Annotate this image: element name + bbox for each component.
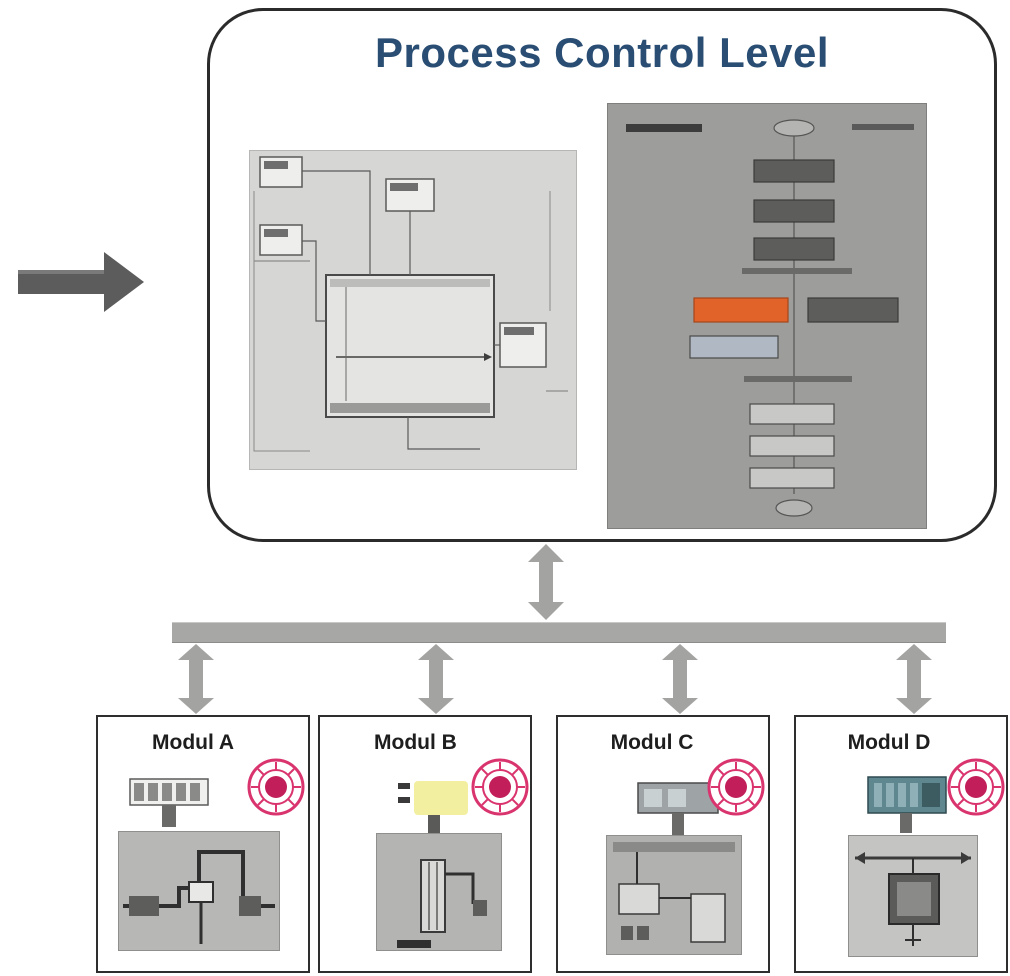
gear-icon (247, 758, 305, 816)
double-headed-arrow-icon (528, 544, 564, 620)
right-arrow-icon (18, 252, 144, 312)
flowchart-screenshot (607, 103, 927, 529)
double-headed-arrow-icon (896, 644, 932, 714)
module-a: Modul A (96, 715, 310, 973)
module-b-schematic (377, 834, 501, 950)
module-c-title: Modul C (610, 731, 694, 754)
double-headed-arrow-icon (418, 644, 454, 714)
module-b-photo (376, 833, 502, 951)
module-a-title: Modul A (152, 731, 235, 754)
module-b: Modul B (318, 715, 532, 973)
flowchart-drawing (608, 104, 926, 528)
module-a-schematic (119, 832, 279, 950)
process-control-level-title: Process Control Level (375, 29, 829, 76)
terminal-block-icon (129, 778, 209, 827)
double-headed-arrow-icon (178, 644, 214, 714)
gear-icon (471, 758, 529, 816)
module-c-photo (606, 835, 742, 955)
controller-icon (637, 782, 719, 835)
module-b-title: Modul B (374, 731, 457, 754)
double-headed-arrow-icon (662, 644, 698, 714)
gear-icon (947, 758, 1005, 816)
module-c-schematic (607, 836, 741, 954)
sensor-icon (398, 781, 468, 833)
schematic-screenshot (249, 150, 577, 470)
module-d-photo (848, 835, 978, 957)
module-d-title: Modul D (847, 731, 931, 754)
schematic-drawing (250, 151, 576, 469)
module-d-schematic (849, 836, 977, 956)
module-d: Modul D (794, 715, 1008, 973)
fieldbus-bar (172, 622, 946, 643)
plc-icon (867, 776, 947, 833)
gear-icon (707, 758, 765, 816)
module-a-photo (118, 831, 280, 951)
module-c: Modul C (556, 715, 770, 973)
